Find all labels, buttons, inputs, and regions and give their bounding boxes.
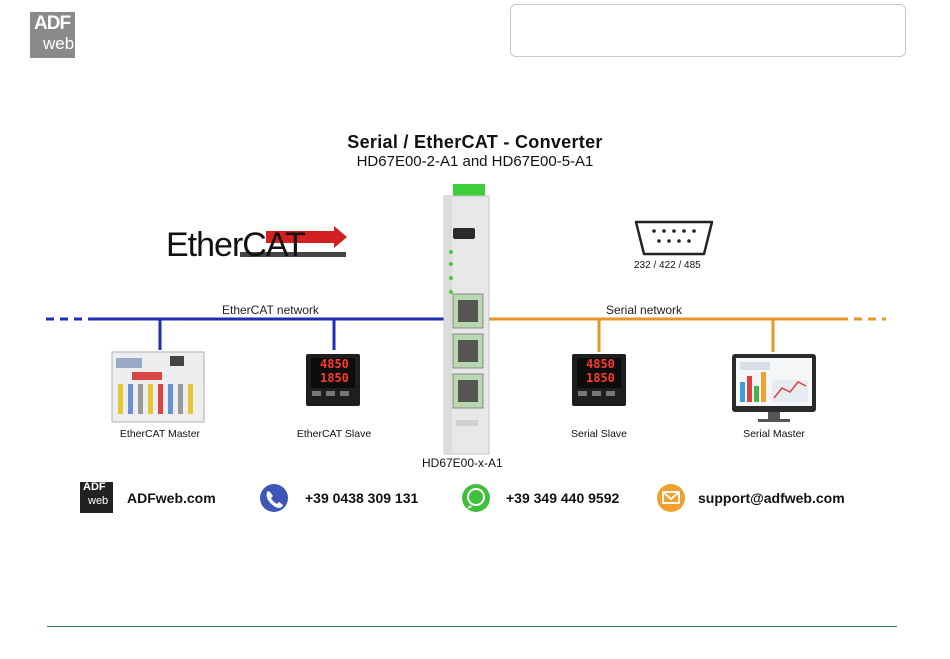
footer-logo-top: ADF [83,481,106,493]
converter-device [444,184,489,454]
ethercat-master-label: EtherCAT Master [100,428,220,440]
phone-icon [260,484,288,512]
serial-connector-icon [636,222,712,254]
whatsapp-icon [462,484,490,512]
serial-network-line [488,319,886,352]
whatsapp-number[interactable]: +39 349 440 9592 [506,490,619,506]
phone-number[interactable]: +39 0438 309 131 [305,490,418,506]
serial-master-label: Serial Master [714,428,834,440]
serial-slave-display-bottom: 1850 [586,371,615,385]
mail-icon [657,484,685,512]
serial-slave-display-top: 4850 [586,357,615,371]
serial-master-device [732,354,816,422]
footer-divider [47,626,897,627]
connector-label: 232 / 422 / 485 [634,260,701,271]
ethercat-network-line [46,319,446,350]
serial-network-label: Serial network [606,303,682,317]
serial-slave-label: Serial Slave [539,428,659,440]
support-email[interactable]: support@adfweb.com [698,490,845,506]
ethercat-slave-label: EtherCAT Slave [274,428,394,440]
ethercat-master-device [112,352,204,422]
ethercat-logo: EtherCAT [166,226,305,265]
ethercat-network-label: EtherCAT network [222,303,319,317]
ethercat-slave-display-bottom: 1850 [320,371,349,385]
ethercat-slave-display-top: 4850 [320,357,349,371]
footer-logo-bottom: web [88,495,108,507]
converter-label: HD67E00-x-A1 [422,456,503,470]
website-link[interactable]: ADFweb.com [127,490,216,506]
